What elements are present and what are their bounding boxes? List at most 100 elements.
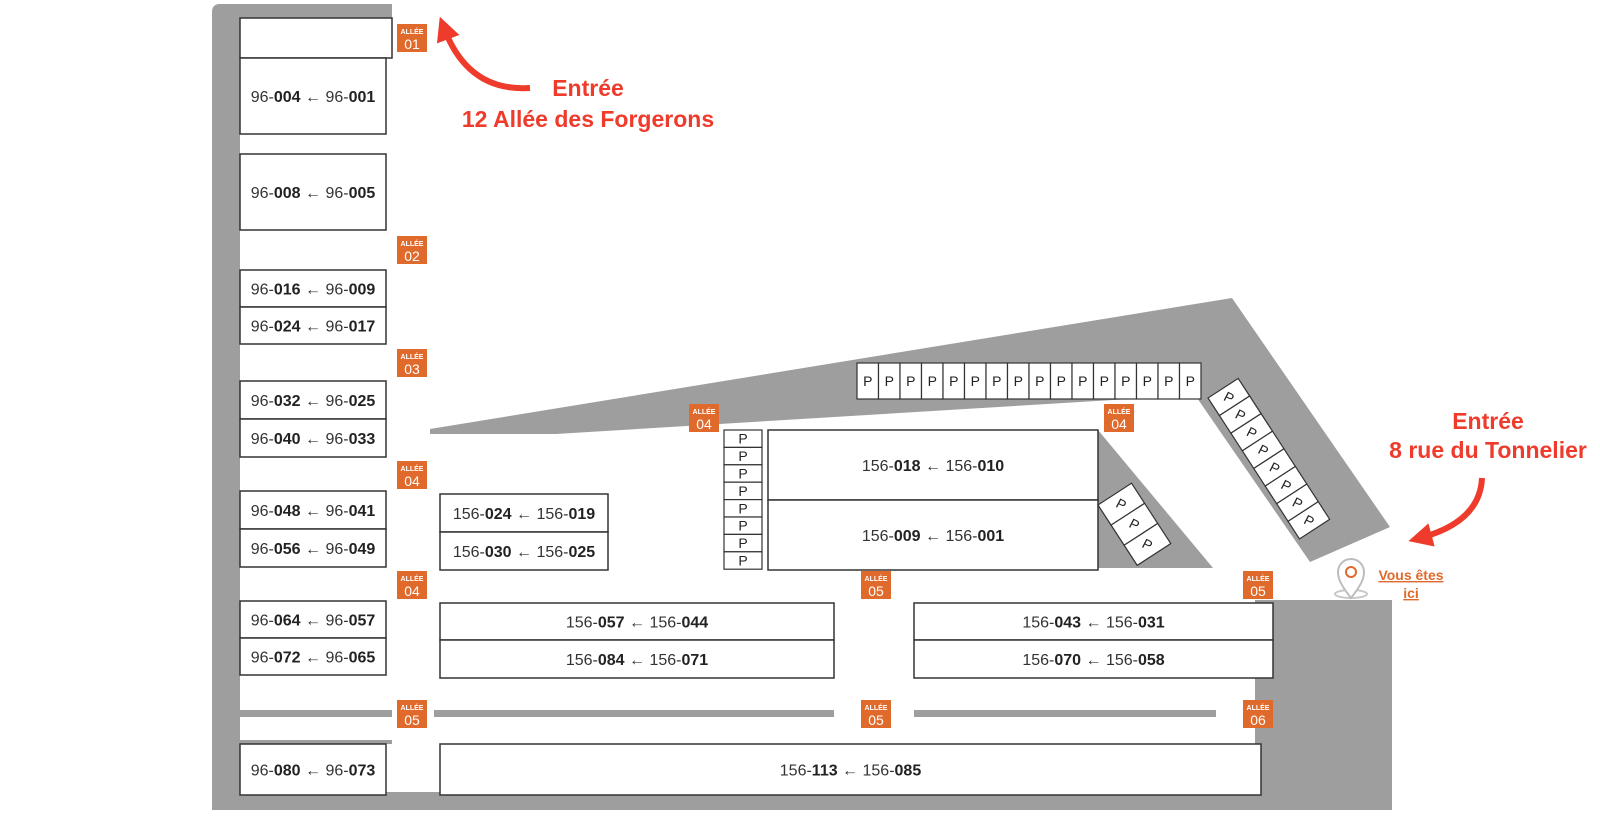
unit-box bbox=[767, 429, 1099, 501]
alley-badge-label: ALLÉE bbox=[401, 239, 424, 248]
entrance-east-line2: 8 rue du Tonnelier bbox=[1389, 437, 1587, 463]
storage-unit[interactable]: 156-043 ← 156-031 bbox=[913, 602, 1274, 641]
parking-strip-small: PPP bbox=[1097, 482, 1172, 567]
storage-unit[interactable]: 96-072 ← 96-065 bbox=[239, 637, 387, 676]
parking-symbol: P bbox=[738, 553, 747, 569]
parking-space: P bbox=[723, 499, 763, 518]
parking-space: P bbox=[1123, 522, 1172, 567]
parking-symbol: P bbox=[928, 373, 937, 389]
alley-badge-label: ALLÉE bbox=[1247, 703, 1270, 712]
alley-badge-label: ALLÉE bbox=[401, 464, 424, 473]
you-are-here-line2: ici bbox=[1403, 585, 1419, 601]
storage-unit[interactable]: 156-018 ← 156-010 bbox=[767, 429, 1099, 501]
parking-space: P bbox=[1006, 362, 1030, 400]
unit-box bbox=[239, 269, 387, 308]
parking-symbol: P bbox=[1143, 373, 1152, 389]
alley-badge-number: 05 bbox=[1250, 583, 1266, 599]
curved-arrow-icon bbox=[436, 16, 531, 92]
storage-unit[interactable]: 156-009 ← 156-001 bbox=[767, 499, 1099, 571]
alley-badge-label: ALLÉE bbox=[865, 574, 888, 583]
parking-space: P bbox=[723, 429, 763, 448]
entrance-east-line1: Entrée bbox=[1452, 408, 1524, 434]
unit-label: 156-018 ← 156-010 bbox=[862, 458, 1004, 475]
curved-arrow-icon bbox=[1408, 477, 1485, 547]
unit-label: 96-032 ← 96-025 bbox=[251, 393, 376, 410]
unit-label: 156-009 ← 156-001 bbox=[862, 528, 1004, 545]
storage-unit[interactable]: 156-113 ← 156-085 bbox=[439, 743, 1262, 796]
parking-symbol: P bbox=[738, 500, 747, 516]
alley-badge-number: 05 bbox=[404, 712, 420, 728]
parking-space: P bbox=[723, 516, 763, 535]
storage-unit[interactable]: 156-084 ← 156-071 bbox=[439, 639, 835, 679]
unit-box bbox=[913, 602, 1274, 641]
parking-symbol: P bbox=[1100, 373, 1109, 389]
storage-unit[interactable]: 96-064 ← 96-057 bbox=[239, 600, 387, 639]
unit-label: 96-016 ← 96-009 bbox=[251, 282, 376, 299]
unit-label: 96-064 ← 96-057 bbox=[251, 613, 376, 630]
parking-space: P bbox=[1157, 362, 1181, 400]
storage-unit[interactable]: 96-032 ← 96-025 bbox=[239, 380, 387, 420]
parking-symbol: P bbox=[1035, 373, 1044, 389]
parking-symbol: P bbox=[1014, 373, 1023, 389]
alley-layer: ALLÉE01ALLÉE02ALLÉE03ALLÉE04ALLÉE04ALLÉE… bbox=[397, 24, 1273, 728]
unit-box bbox=[439, 531, 609, 571]
storage-unit[interactable]: 96-016 ← 96-009 bbox=[239, 269, 387, 308]
parking-space: P bbox=[723, 551, 763, 570]
unit-box bbox=[767, 499, 1099, 571]
unit-box bbox=[239, 306, 387, 345]
unit-label: 156-057 ← 156-044 bbox=[566, 615, 708, 632]
alley-badge-number: 01 bbox=[404, 36, 420, 52]
unit-label: 96-072 ← 96-065 bbox=[251, 650, 376, 667]
parking-space: P bbox=[1287, 500, 1331, 540]
storage-unit[interactable]: 96-048 ← 96-041 bbox=[239, 490, 387, 530]
parking-symbol: P bbox=[1057, 373, 1066, 389]
storage-unit[interactable]: 156-070 ← 156-058 bbox=[913, 639, 1274, 679]
unit-label: 156-113 ← 156-085 bbox=[780, 763, 922, 780]
parking-space: P bbox=[1218, 395, 1262, 435]
alley-badge-label: ALLÉE bbox=[401, 574, 424, 583]
alley-badge-label: ALLÉE bbox=[401, 27, 424, 36]
unit-box bbox=[239, 490, 387, 530]
unit-box bbox=[439, 743, 1262, 796]
road-east-block bbox=[1255, 600, 1392, 810]
unit-label: 96-008 ← 96-005 bbox=[251, 185, 376, 202]
parking-symbol: P bbox=[906, 373, 915, 389]
alley-badge-number: 05 bbox=[868, 583, 884, 599]
unit-label: 156-043 ← 156-031 bbox=[1022, 615, 1164, 632]
parking-symbol: P bbox=[738, 535, 747, 551]
storage-unit[interactable]: 96-080 ← 96-073 bbox=[239, 743, 387, 796]
parking-symbol: P bbox=[738, 518, 747, 534]
alley-badge-number: 06 bbox=[1250, 712, 1266, 728]
storage-unit[interactable]: 96-008 ← 96-005 bbox=[239, 153, 387, 231]
parking-space: P bbox=[877, 362, 901, 400]
parking-symbol: P bbox=[971, 373, 980, 389]
you-are-here: Vous êtes ici bbox=[1334, 558, 1444, 601]
storage-unit[interactable]: 156-024 ← 156-019 bbox=[439, 493, 609, 533]
unit-box bbox=[239, 600, 387, 639]
parking-space: P bbox=[963, 362, 987, 400]
storage-unit[interactable]: 156-057 ← 156-044 bbox=[439, 602, 835, 641]
parking-space: P bbox=[856, 362, 880, 400]
storage-unit[interactable]: 96-024 ← 96-017 bbox=[239, 306, 387, 345]
storage-unit[interactable]: 96-040 ← 96-033 bbox=[239, 418, 387, 458]
storage-unit[interactable]: 96-004 ← 96-001 bbox=[239, 57, 387, 135]
storage-unit[interactable]: 156-030 ← 156-025 bbox=[439, 531, 609, 571]
parking-symbol: P bbox=[738, 466, 747, 482]
parking-symbol: P bbox=[1078, 373, 1087, 389]
parking-space: P bbox=[1230, 412, 1274, 452]
alley-badge-number: 04 bbox=[404, 583, 420, 599]
entrance-north-line2: 12 Allée des Forgerons bbox=[462, 106, 714, 132]
parking-space: P bbox=[899, 362, 923, 400]
unit-label: 156-030 ← 156-025 bbox=[453, 544, 595, 561]
unit-box bbox=[239, 528, 387, 568]
storage-unit[interactable]: 96-056 ← 96-049 bbox=[239, 528, 387, 568]
